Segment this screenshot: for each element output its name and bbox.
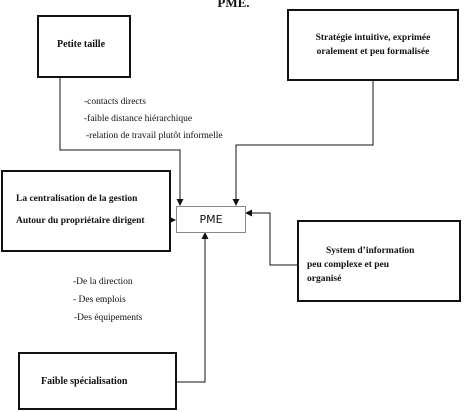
connector-systeme	[245, 209, 297, 266]
specialisation-note-2: - Des emplois	[73, 295, 126, 305]
box-petite-taille: Petite taille	[37, 15, 131, 78]
box-faible-specialisation: Faible spécialisation	[18, 352, 177, 410]
strategie-line-2: oralement et peu formalisée	[316, 47, 430, 57]
pme-center-label: PME	[199, 213, 223, 226]
systeme-line-2: peu complexe et peu	[307, 260, 390, 270]
centralisation-line-1: La centralisation de la gestion	[16, 194, 138, 204]
specialisation-note-1: -De la direction	[73, 277, 133, 287]
box-systeme-information: System d’information peu complexe et peu…	[297, 220, 461, 302]
box-pme-center: PME	[176, 206, 246, 233]
systeme-line-1: System d’information	[326, 246, 415, 256]
specialisation-note-3: -Des équipements	[74, 313, 143, 323]
diagram-title: PME.	[217, 0, 250, 10]
petite-taille-note-1: -contacts directs	[84, 97, 146, 107]
petite-taille-label: Petite taille	[57, 39, 106, 50]
connector-petite-taille	[59, 77, 184, 206]
petite-taille-note-3: -relation de travail plutôt informelle	[86, 131, 223, 141]
connector-specialisation	[177, 232, 209, 383]
box-centralisation: La centralisation de la gestion Autour d…	[1, 170, 171, 252]
strategie-line-1: Stratégie intuitive, exprimée	[315, 33, 431, 43]
centralisation-line-2: Autour du propriétaire dirigent	[16, 216, 145, 226]
systeme-line-3: organisé	[307, 274, 342, 284]
connector-strategie	[232, 80, 374, 206]
petite-taille-note-2: -faible distance hiérarchique	[84, 114, 193, 124]
box-strategie: Stratégie intuitive, exprimée oralement …	[287, 9, 459, 81]
faible-specialisation-label: Faible spécialisation	[41, 376, 128, 387]
